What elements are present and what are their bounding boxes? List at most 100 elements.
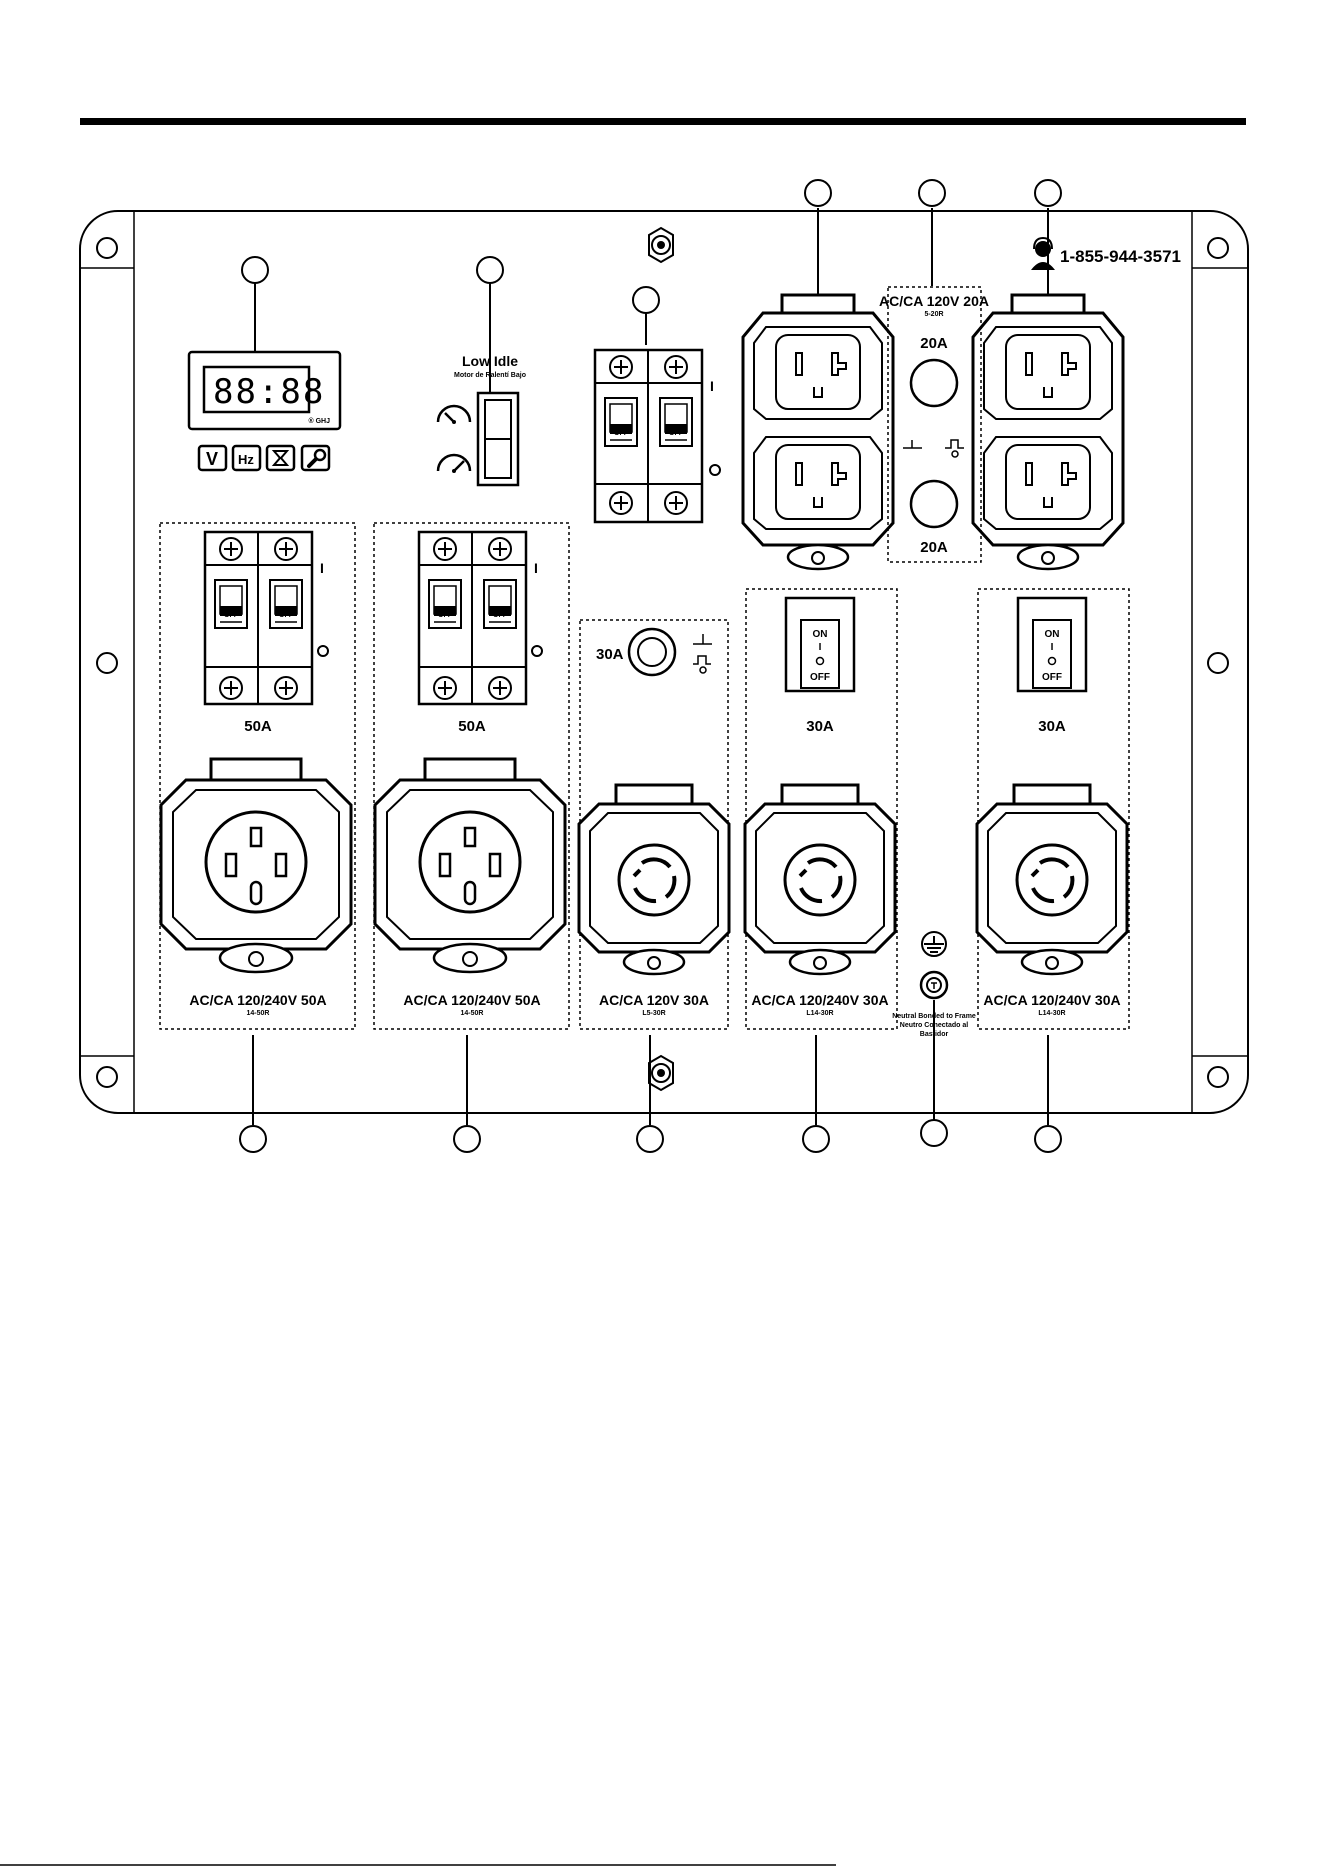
breaker-50a-mid-label: 50A <box>458 718 486 735</box>
svg-text:OFF: OFF <box>1042 672 1062 683</box>
panel-nut-top <box>648 226 674 264</box>
hour-meter-button[interactable] <box>265 444 296 472</box>
outlet-group-l14-30-b: ON I OFF 30A AC/CA 120/240V 30A L14-30R <box>975 588 1130 1030</box>
svg-text:V: V <box>206 449 218 469</box>
meter-mode-buttons: V Hz <box>197 444 331 472</box>
rocker-switch-a[interactable]: ON I OFF <box>784 596 856 693</box>
outlet-label-mid: AC/CA 120/240V 50A <box>403 992 540 1008</box>
svg-text:I: I <box>534 560 538 576</box>
mounting-holes <box>96 237 1229 1088</box>
svg-text:I: I <box>1051 642 1054 653</box>
outlet-group-50a-left: OFF OFF I 50A AC/CA 120/240V 50A 14-50R <box>159 522 356 1030</box>
callout-marker-l14-30-b <box>1034 1125 1062 1153</box>
breaker-30a-symbols <box>693 634 712 674</box>
gauge-slow-icon <box>436 404 472 424</box>
outlet-label-left: AC/CA 120/240V 50A <box>189 992 326 1008</box>
outlet-group-50a-mid: OFF OFF I 50A AC/CA 120/240V 50A 14-50R <box>373 522 570 1030</box>
meter-brand: ® GHJ <box>309 417 331 425</box>
duplex-outlet-right <box>971 293 1125 571</box>
svg-text:OFF: OFF <box>493 612 508 619</box>
outlet-14-50r-mid <box>373 757 567 974</box>
breaker-50a-left[interactable]: OFF OFF I <box>203 530 329 706</box>
panel-nut-bottom <box>648 1054 674 1092</box>
breaker-50a-mid[interactable]: OFF OFF I <box>417 530 543 706</box>
breaker-30a-push[interactable] <box>627 627 677 677</box>
amps-30a-b: 30A <box>1038 718 1066 735</box>
volts-button[interactable]: V <box>197 444 228 472</box>
neutral-ground-lug: Neutral Bonded to Frame Neutro Conectado… <box>892 931 976 1038</box>
gauge-fast-icon <box>436 453 472 473</box>
low-idle-switch[interactable]: Low Idle Motor de Ralentí Bajo <box>436 353 526 487</box>
duplex-outlet-left <box>741 293 895 571</box>
svg-text:OFF: OFF <box>669 430 684 437</box>
duplex-20a-sub: 5-20R <box>924 311 943 318</box>
svg-text:ON: ON <box>813 629 828 640</box>
svg-text:14-50R: 14-50R <box>247 1010 270 1017</box>
outlet-label-l5: AC/CA 120V 30A <box>599 992 709 1008</box>
svg-text:OFF: OFF <box>438 612 453 619</box>
svg-text:OFF: OFF <box>224 612 239 619</box>
neutral-note-3: Bastidor <box>920 1031 949 1038</box>
main-breaker-on-mark: I <box>710 378 714 394</box>
callout-marker-meter <box>241 256 269 284</box>
breakers-20a-group: AC/CA 120V 20A 5-20R 20A 20A <box>879 286 989 563</box>
callout-marker-l14-30-a <box>802 1125 830 1153</box>
breaker-20a-top-label: 20A <box>920 335 948 352</box>
callout-marker-50a-mid <box>453 1125 481 1153</box>
outlet-l14-30r-a <box>743 783 897 976</box>
neutral-note-2: Neutro Conectado al <box>900 1022 969 1029</box>
svg-text:14-50R: 14-50R <box>461 1010 484 1017</box>
callout-marker-l5-30 <box>636 1125 664 1153</box>
outlet-14-50r-left <box>159 757 353 974</box>
svg-text:I: I <box>320 560 324 576</box>
callout-marker-neutral <box>920 1119 948 1147</box>
outlet-l5-30r <box>577 783 731 976</box>
callout-marker-50a-left <box>239 1125 267 1153</box>
svg-text:Hz: Hz <box>238 452 254 467</box>
outlet-l14-30r-b <box>975 783 1129 976</box>
callout-marker-duplex-right <box>1034 179 1062 207</box>
maintenance-button[interactable] <box>300 444 331 472</box>
outlet-label-l14-b: AC/CA 120/240V 30A <box>983 992 1120 1008</box>
panel-outline <box>79 210 1249 1114</box>
svg-text:I: I <box>819 642 822 653</box>
svg-text:ON: ON <box>1045 629 1060 640</box>
svg-text:OFF: OFF <box>614 430 629 437</box>
phone-number: 1-855-944-3571 <box>1060 247 1181 266</box>
svg-text:OFF: OFF <box>810 672 830 683</box>
neutral-note-1: Neutral Bonded to Frame <box>892 1013 976 1020</box>
breaker-20a-bottom-label: 20A <box>920 539 948 556</box>
breaker-20a-symbols <box>903 439 964 458</box>
digital-meter: 88:88 ® GHJ <box>187 350 342 431</box>
callout-marker-low-idle <box>476 256 504 284</box>
support-phone: 1-855-944-3571 <box>1031 236 1181 270</box>
amps-30a-a: 30A <box>806 718 834 735</box>
callout-marker-main-breaker <box>632 286 660 314</box>
hertz-button[interactable]: Hz <box>231 444 262 472</box>
header-rule <box>80 118 1246 125</box>
breaker-20a-bottom[interactable] <box>909 479 959 529</box>
support-agent-icon <box>1031 236 1055 270</box>
outlet-group-l14-30-a: ON I OFF 30A AC/CA 120/240V 30A L14-30R <box>743 588 898 1030</box>
breaker-50a-left-label: 50A <box>244 718 272 735</box>
outlet-label-l14-a: AC/CA 120/240V 30A <box>751 992 888 1008</box>
callout-marker-20a-breakers <box>918 179 946 207</box>
meter-display: 88:88 <box>213 372 325 412</box>
breaker-20a-top[interactable] <box>909 358 959 408</box>
main-breaker-off-mark <box>709 464 721 476</box>
hourglass-icon <box>271 450 290 466</box>
rocker-switch-b[interactable]: ON I OFF <box>1016 596 1088 693</box>
low-idle-title: Low Idle <box>462 353 518 369</box>
svg-text:L5-30R: L5-30R <box>642 1010 665 1017</box>
main-breaker[interactable]: OFF OFF I <box>593 348 721 524</box>
svg-text:OFF: OFF <box>279 612 294 619</box>
breaker-30a-label: 30A <box>596 646 624 663</box>
callout-leaders <box>252 208 1049 1125</box>
duplex-20a-title: AC/CA 120V 20A <box>879 293 989 309</box>
svg-text:L14-30R: L14-30R <box>1038 1010 1065 1017</box>
callout-marker-duplex-left <box>804 179 832 207</box>
svg-text:L14-30R: L14-30R <box>806 1010 833 1017</box>
outlet-group-l5-30: 30A AC/CA 120V 30A L5-30R <box>577 619 731 1030</box>
low-idle-subtitle: Motor de Ralentí Bajo <box>454 372 526 379</box>
